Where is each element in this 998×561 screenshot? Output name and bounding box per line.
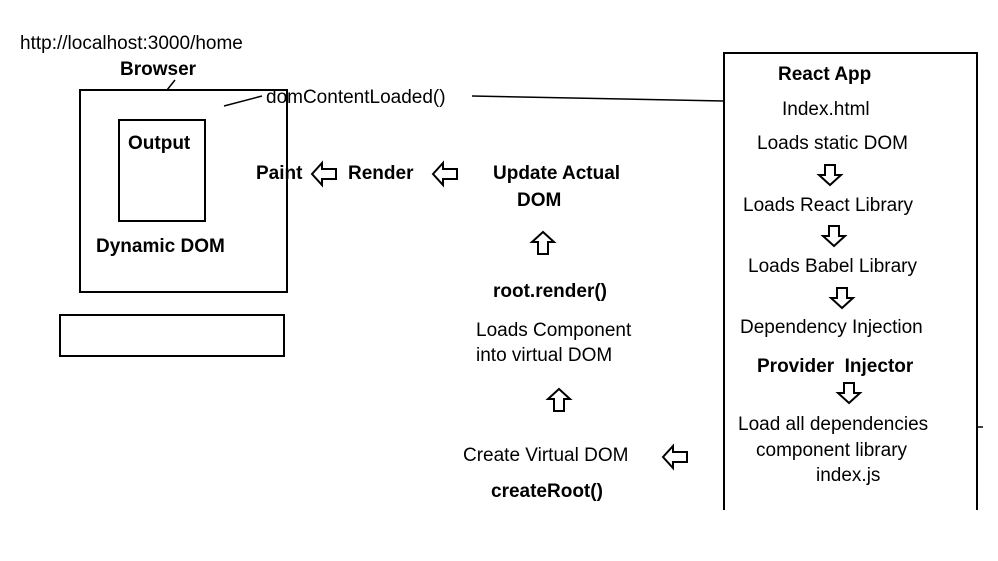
create-virtual-dom-label: Create Virtual DOM (463, 445, 629, 466)
output-label: Output (128, 133, 191, 154)
down-arrow-icon (830, 287, 854, 309)
step-loads-babel-library: Loads Babel Library (748, 256, 917, 277)
root-render-label: root.render() (493, 281, 607, 302)
connector-line-right (471, 95, 725, 102)
output-box (118, 119, 206, 222)
step-load-all-dependencies: Load all dependencies (738, 414, 929, 435)
dynamic-dom-label: Dynamic DOM (96, 236, 225, 257)
monitor-stand (59, 314, 285, 357)
down-arrow-icon (818, 164, 842, 186)
step-component-library: component library (756, 440, 908, 461)
step-loads-react-library: Loads React Library (743, 195, 914, 216)
step-dependency-injection: Dependency Injection (740, 317, 923, 338)
down-arrow-icon (822, 225, 846, 247)
step-index-js: index.js (816, 465, 881, 486)
browser-title: Browser (120, 59, 197, 80)
left-arrow-icon (432, 162, 458, 186)
update-actual-dom-label: Update Actual (493, 163, 621, 184)
step-index-html: Index.html (782, 99, 870, 120)
down-arrow-icon (837, 382, 861, 404)
left-arrow-icon (311, 162, 337, 186)
browser-monitor (79, 89, 288, 293)
paint-label: Paint (256, 163, 303, 184)
update-actual-dom-label-line2: DOM (517, 190, 562, 211)
url-label: http://localhost:3000/home (20, 33, 243, 54)
up-arrow-icon (547, 388, 571, 412)
loads-component-label: Loads Component (476, 320, 632, 341)
loads-component-label-line2: into virtual DOM (476, 345, 613, 366)
react-app-title: React App (778, 64, 872, 85)
connector-line-left (223, 95, 263, 107)
create-root-label: createRoot() (491, 481, 603, 502)
dom-content-loaded-label: domContentLoaded() (266, 87, 446, 108)
step-loads-static-dom: Loads static DOM (757, 133, 908, 154)
render-label: Render (348, 163, 414, 184)
left-arrow-icon (662, 445, 688, 469)
react-app-box (723, 52, 978, 510)
step-provider-injector: Provider Injector (757, 356, 914, 377)
browser-leader-line (166, 79, 176, 91)
up-arrow-icon (531, 231, 555, 255)
